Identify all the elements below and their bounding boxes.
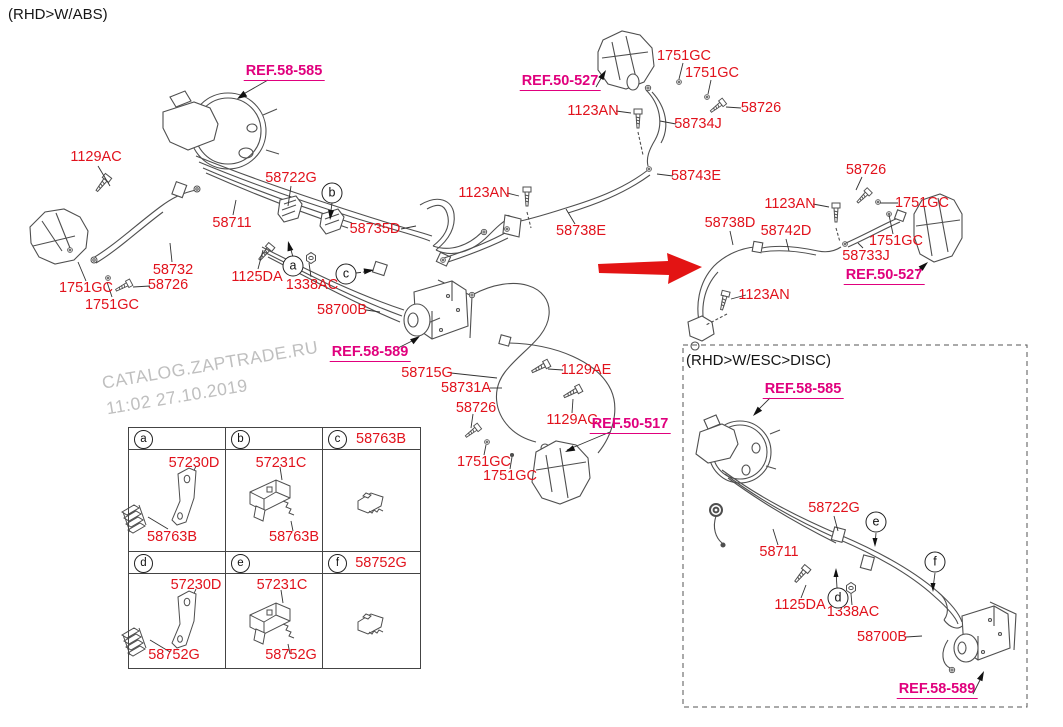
part-label-58735D: 58735D [349,221,401,237]
front-left-caliper-drawing [29,208,89,265]
red-arrow-icon [598,253,702,284]
table-header-b: b [226,428,323,450]
ref-label-50-517: REF.50-517 [589,416,671,434]
part-label-1751GC: 1751GC [456,454,512,470]
table-circle-b: b [231,430,250,449]
part-label-57231C: 57231C [256,577,308,593]
part-label-58734J: 58734J [674,116,722,132]
callout-circle-d: d [827,587,849,609]
table-header-c: c 58763B [323,428,420,450]
table-cell-d: 57230D 58752G [129,574,226,668]
part-label-1751GC: 1751GC [868,233,924,249]
part-label-58726: 58726 [740,100,782,116]
part-label-58726: 58726 [147,277,189,293]
table-circle-e: e [231,554,250,573]
part-label-1751GC: 1751GC [684,65,740,81]
part-label-58711: 58711 [212,215,252,231]
table-header-e: e [226,552,323,574]
ref-label-50-527: REF.50-527 [519,73,601,91]
inset-title: (RHD>W/ESC>DISC) [686,352,832,369]
part-label-58763B: 58763B [147,529,197,545]
part-label-1751GC: 1751GC [58,280,114,296]
part-label-1751GC: 1751GC [656,48,712,64]
part-label-1123AN: 1123AN [764,196,816,212]
part-label-58738E: 58738E [556,223,606,239]
part-label-58726: 58726 [845,162,887,178]
clip-parts-table: a b c 58763B 57230D 58763B 57231C 58763B… [128,427,421,669]
part-label-58722G: 58722G [265,170,317,186]
part-label-58700B: 58700B [317,302,367,318]
part-label-58742D: 58742D [760,223,812,239]
inset-part-label-58700B: 58700B [857,629,907,645]
inset-ref-label-58-585: REF.58-585 [762,381,844,399]
table-cell-c [323,450,420,552]
inset-ref-label-58-589: REF.58-589 [896,681,978,699]
table-cell-e: 57231C 58752G [226,574,323,668]
part-label-58763B: 58763B [356,431,406,447]
part-label-58731A: 58731A [441,380,491,396]
part-label-58738D: 58738D [704,215,756,231]
inset-part-label-58722G: 58722G [808,500,860,516]
part-label-1123AN: 1123AN [458,185,510,201]
part-label-58763B: 58763B [269,529,319,545]
table-circle-d: d [134,554,153,573]
callout-circle-c: c [335,263,357,285]
table-cell-b: 57231C 58763B [226,450,323,552]
part-label-57230D: 57230D [168,455,220,471]
table-cell-a: 57230D 58763B [129,450,226,552]
ref-label-50-527: REF.50-527 [843,267,925,285]
inset-part-label-1125DA: 1125DA [774,597,826,613]
table-circle-a: a [134,430,153,449]
table-header-a: a [129,428,226,450]
table-circle-f: f [328,554,347,573]
ref-label-58-585: REF.58-585 [243,63,325,81]
ref-label-58-589: REF.58-589 [329,344,411,362]
part-label-1129AC: 1129AC [70,149,122,165]
part-label-58726: 58726 [455,400,497,416]
callout-circle-f: f [924,551,946,573]
part-label-57230D: 57230D [170,577,222,593]
inset-part-label-58711: 58711 [759,544,799,560]
inset-abs-module-drawing [953,601,1017,663]
table-circle-c: c [328,430,347,449]
callout-circle-e: e [865,511,887,533]
callout-circle-a: a [282,255,304,277]
part-label-1751GC: 1751GC [482,468,538,484]
part-label-1123AN: 1123AN [738,287,790,303]
part-label-1751GC: 1751GC [84,297,140,313]
table-header-f: f 58752G [323,552,420,574]
part-label-58733J: 58733J [842,248,890,264]
inset-booster-drawing [695,414,781,484]
rear-caliper-drawing [531,440,591,505]
top-caliper-drawing [597,30,655,91]
part-label-1129AE: 1129AE [560,362,612,378]
part-label-1125DA: 1125DA [231,269,283,285]
leader-arrowheads [237,70,984,682]
part-label-57231C: 57231C [255,455,307,471]
part-label-58732: 58732 [152,262,194,278]
part-label-1338AC: 1338AC [285,277,339,293]
part-label-1751GC: 1751GC [894,195,950,211]
inset-dashed-border [682,344,1028,708]
part-label-58752G: 58752G [265,647,317,663]
part-label-1123AN: 1123AN [567,103,619,119]
table-cell-f [323,574,420,668]
part-label-58715G: 58715G [401,365,453,381]
part-label-58752G: 58752G [355,555,407,571]
callout-circle-b: b [321,182,343,204]
part-label-1129AC: 1129AC [546,412,598,428]
part-label-58743E: 58743E [671,168,721,184]
part-label-58752G: 58752G [148,647,200,663]
page-title: (RHD>W/ABS) [8,6,108,23]
inset-tube-bundle-drawing [721,469,963,625]
front-right-caliper-drawing [913,193,963,263]
table-header-d: d [129,552,226,574]
brake-booster-drawing [162,90,280,170]
abs-module-drawing [403,279,473,340]
